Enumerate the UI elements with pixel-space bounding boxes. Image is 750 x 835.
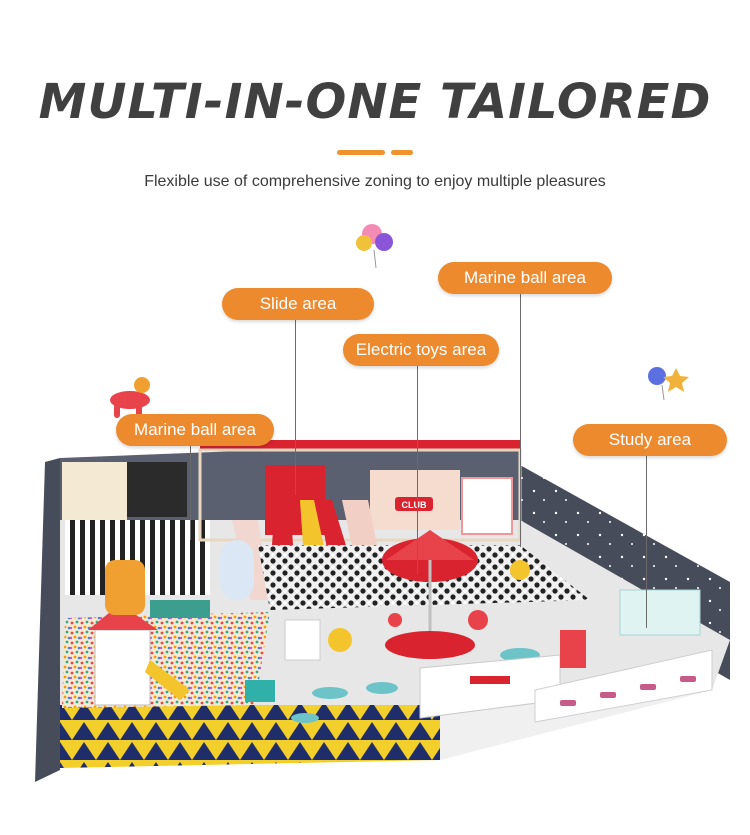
study-desk bbox=[534, 649, 713, 723]
leader-line-marine-ball-area-left bbox=[190, 446, 191, 540]
left-wall bbox=[35, 458, 60, 782]
label-slide-area: Slide area bbox=[222, 288, 374, 320]
label-marine-ball-area-left: Marine ball area bbox=[116, 414, 274, 446]
leader-line-electric-toys-area bbox=[417, 364, 418, 574]
accent-bar-long bbox=[337, 150, 385, 155]
balloon-dog-icon bbox=[110, 377, 150, 418]
leader-line-marine-ball-area-right bbox=[520, 294, 521, 547]
page-title: MULTI-IN-ONE TAILORED bbox=[38, 74, 712, 130]
label-electric-toys-area: Electric toys area bbox=[343, 334, 499, 366]
accent-bar-short bbox=[391, 150, 413, 155]
leader-line-slide-area bbox=[295, 320, 296, 495]
label-study-area: Study area bbox=[573, 424, 727, 456]
label-marine-ball-area-right: Marine ball area bbox=[438, 262, 612, 294]
balloons-icon bbox=[356, 224, 393, 269]
club-sign: CLUB bbox=[402, 500, 427, 510]
page-subtitle: Flexible use of comprehensive zoning to … bbox=[144, 173, 606, 190]
balloons-right-icon bbox=[648, 367, 689, 401]
front-border bbox=[60, 705, 440, 768]
leader-line-study-area bbox=[646, 456, 647, 628]
